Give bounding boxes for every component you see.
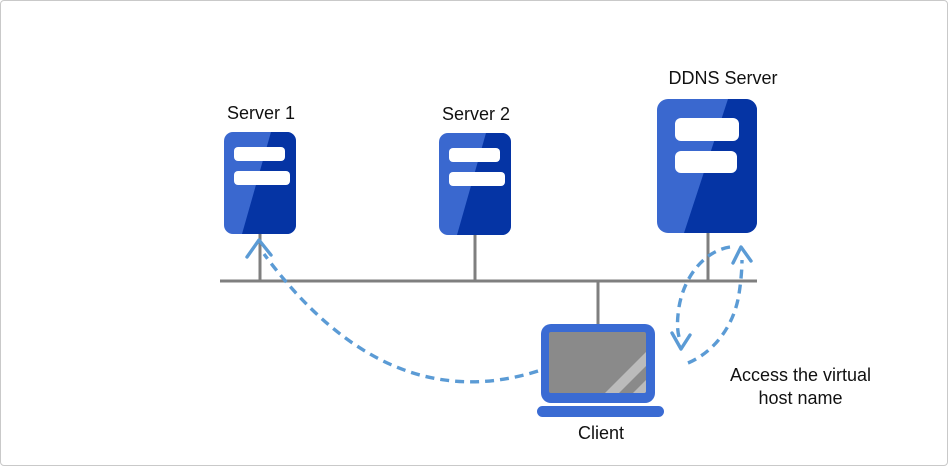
- ddns-server-icon: [657, 99, 757, 233]
- screen-glare: [604, 351, 646, 393]
- ddns-to-client-arrow: [675, 245, 731, 338]
- server2-icon: [439, 133, 511, 235]
- client-to-server1-arrow: [262, 252, 539, 384]
- server1-arrowhead-icon: [245, 238, 273, 259]
- server1-label: Server 1: [226, 103, 296, 123]
- client-laptop-icon: [537, 324, 664, 417]
- flow-arrows: [245, 238, 753, 384]
- client-to-ddns-arrow: [687, 259, 744, 365]
- access-virtual-host-note: Access the virtual host name: [729, 365, 872, 408]
- ddns-arrowhead-icon: [731, 245, 753, 265]
- network-lines: [220, 233, 757, 327]
- ddns-server-label: DDNS Server: [668, 68, 778, 88]
- client-label: Client: [577, 423, 625, 443]
- server2-label: Server 2: [441, 104, 511, 124]
- server1-icon: [224, 132, 296, 234]
- client-arrowhead-icon: [670, 331, 692, 351]
